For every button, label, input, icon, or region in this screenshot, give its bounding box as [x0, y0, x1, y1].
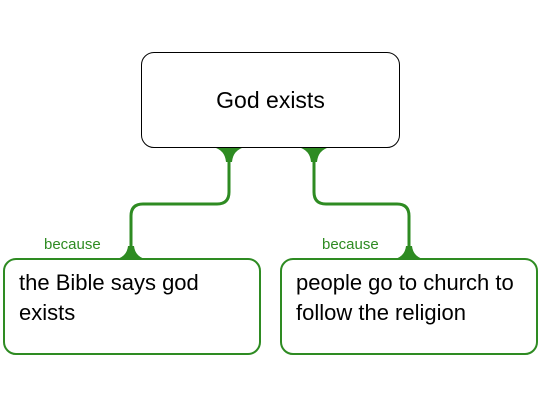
because-label-left: because [44, 236, 101, 253]
reason-text-right: people go to church to follow the religi… [296, 270, 514, 325]
connector-left-bottom-flare [117, 246, 145, 259]
reason-box-left[interactable]: the Bible says god exists [3, 258, 261, 355]
claim-text: God exists [216, 86, 325, 113]
claim-box[interactable]: God exists [141, 52, 400, 148]
connector-right [312, 148, 411, 258]
connector-right-bottom-flare [395, 246, 423, 259]
connector-left-top-flare [213, 147, 245, 162]
reason-text-left: the Bible says god exists [19, 270, 199, 325]
reason-box-right[interactable]: people go to church to follow the religi… [280, 258, 538, 355]
connector-right-top-flare [298, 147, 330, 162]
because-label-right: because [322, 236, 379, 253]
connector-left [129, 148, 231, 258]
